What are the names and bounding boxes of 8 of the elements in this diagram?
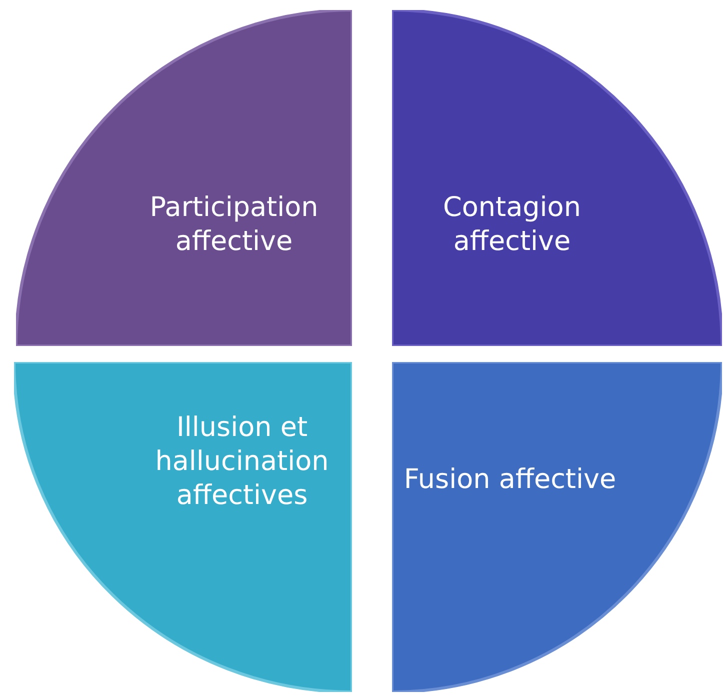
- segment-label: Contagion affective: [442, 191, 582, 259]
- segment-label: Participation affective: [148, 191, 320, 259]
- quarter-circle-segment: [14, 362, 352, 692]
- quarter-circle-segment: [392, 10, 722, 346]
- segment-label: Illusion et hallucination affectives: [154, 411, 330, 513]
- segment-label: Fusion affective: [402, 463, 618, 497]
- quarter-circle-segment: [392, 362, 722, 692]
- quarter-circle-segment: [16, 10, 352, 346]
